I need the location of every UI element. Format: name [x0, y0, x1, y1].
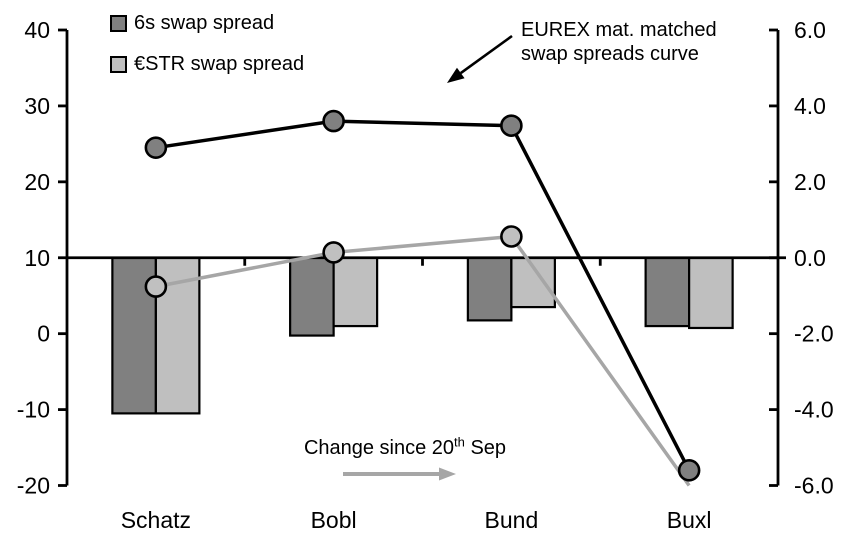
legend-item-estr: €STR swap spread [110, 51, 304, 77]
x-axis-category-label: Buxl [667, 507, 712, 533]
sixs-marker-schatz [144, 136, 168, 159]
left-axis-tick-label: -10 [17, 397, 50, 423]
right-axis-tick-label: 0.0 [794, 245, 826, 271]
curve-annotation-line2: swap spreads curve [521, 43, 699, 65]
x-axis-category-label: Bobl [311, 507, 357, 533]
sixs-marker-bund [500, 114, 523, 137]
curve-callout-arrow-head-icon [447, 67, 465, 83]
legend-item-6s: 6s swap spread [110, 10, 304, 36]
x-axis-category-label: Bund [485, 507, 539, 533]
left-axis-tick-label: 10 [24, 245, 50, 271]
estr-marker-bund [500, 225, 523, 248]
change-annotation-suffix: Sep [464, 437, 507, 459]
legend-label-estr: €STR swap spread [134, 53, 305, 75]
sixs-curve-line [155, 119, 691, 472]
right-axis-tick-label: -2.0 [794, 321, 834, 347]
right-axis-tick-label: 4.0 [794, 93, 826, 119]
legend-swatch-6s-icon [110, 14, 127, 32]
legend: 6s swap spread €STR swap spread [110, 10, 304, 92]
bar-6s-bobl [289, 256, 335, 337]
legend-label-6s: 6s swap spread [134, 12, 275, 34]
x-axis-category-label: Schatz [121, 507, 191, 533]
estr-marker-schatz [144, 275, 168, 298]
right-axis-tick-label: -4.0 [794, 397, 834, 423]
curve-callout-arrow [460, 34, 513, 75]
change-annotation: Change since 20th Sep [260, 434, 550, 460]
left-axis-tick-label: 0 [37, 321, 50, 347]
left-axis-tick-label: 20 [24, 169, 50, 195]
curve-annotation-line1: EUREX mat. matched [521, 19, 717, 41]
right-axis-tick-label: 6.0 [794, 17, 826, 43]
bar-6s-bund [466, 256, 513, 322]
estr-marker-bobl [322, 241, 345, 264]
right-axis-tick-label: -6.0 [794, 473, 834, 499]
legend-swatch-estr-icon [110, 55, 127, 73]
left-axis-tick-label: 40 [24, 17, 50, 43]
bar-estr-buxl [688, 256, 734, 330]
sixs-marker-buxl [677, 459, 701, 482]
right-axis-tick-label: 2.0 [794, 169, 826, 195]
change-annotation-superscript: th [454, 434, 465, 450]
bar-6s-buxl [644, 256, 691, 328]
sixs-marker-bobl [322, 109, 345, 133]
change-direction-arrow-head-icon [439, 467, 456, 481]
bar-estr-bobl [332, 256, 379, 328]
change-annotation-prefix: Change since 20 [303, 437, 455, 459]
left-axis-tick-label: -20 [17, 473, 50, 499]
curve-annotation: EUREX mat. matched swap spreads curve [521, 18, 717, 66]
estr-curve-line [155, 234, 691, 487]
left-axis-tick-label: 30 [24, 93, 50, 119]
